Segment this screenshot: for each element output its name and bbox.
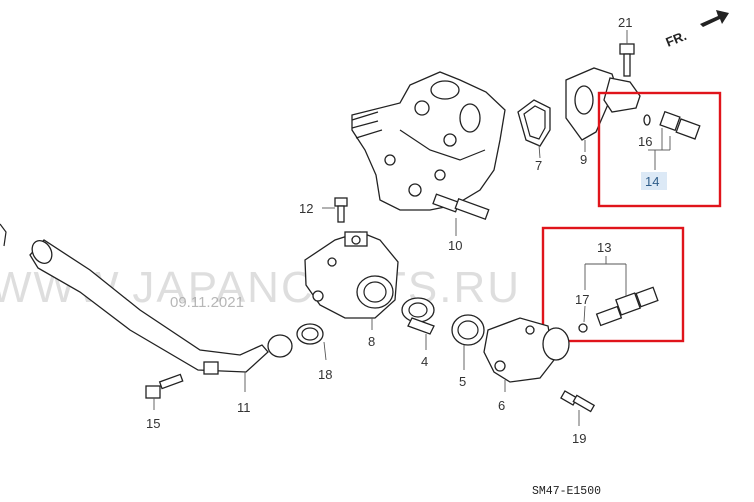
highlight-box-14 [597, 91, 722, 208]
front-arrow-icon [700, 10, 729, 27]
label-21: 21 [618, 15, 632, 30]
part-15-bolt [145, 373, 184, 399]
label-6: 6 [498, 398, 505, 413]
part-11-water-pipe [29, 239, 293, 375]
part-10-stud [432, 193, 490, 221]
part-8-thermostat-housing [304, 231, 399, 319]
part-13-sensor [578, 286, 659, 333]
part-14-sensor [643, 110, 701, 140]
part-9-water-outlet [565, 67, 641, 141]
highlight-box-13 [541, 226, 685, 343]
label-4: 4 [421, 354, 428, 369]
label-12: 12 [299, 201, 313, 216]
engine-block-part [351, 71, 506, 211]
label-18: 18 [318, 367, 332, 382]
label-7: 7 [535, 158, 542, 173]
label-5: 5 [459, 374, 466, 389]
label-10: 10 [448, 238, 462, 253]
part-7-gasket [517, 99, 551, 147]
label-9: 9 [580, 152, 587, 167]
label-15: 15 [146, 416, 160, 431]
front-direction-indicator: FR. [664, 10, 729, 50]
part-18-o-ring [296, 323, 324, 345]
part-19-bolt [560, 390, 596, 413]
part-12-bleed-bolt [334, 197, 348, 223]
part-5-thermostat-gasket [451, 314, 485, 346]
label-8: 8 [368, 334, 375, 349]
label-14[interactable]: 14 [645, 174, 659, 189]
edge-fragment-part [0, 223, 7, 247]
label-11: 11 [237, 400, 251, 415]
label-19: 19 [572, 431, 586, 446]
part-6-thermostat-cover [483, 317, 570, 383]
part-21-bolt [619, 43, 635, 77]
diagram-code: SM47-E1500 [532, 485, 601, 498]
part-4-thermostat [401, 297, 435, 335]
label-17: 17 [575, 292, 589, 307]
watermark-date: 09.11.2021 [170, 294, 244, 311]
front-direction-label: FR. [664, 28, 689, 50]
label-13: 13 [597, 240, 611, 255]
label-16: 16 [638, 134, 652, 149]
label-14-highlight [641, 172, 667, 190]
